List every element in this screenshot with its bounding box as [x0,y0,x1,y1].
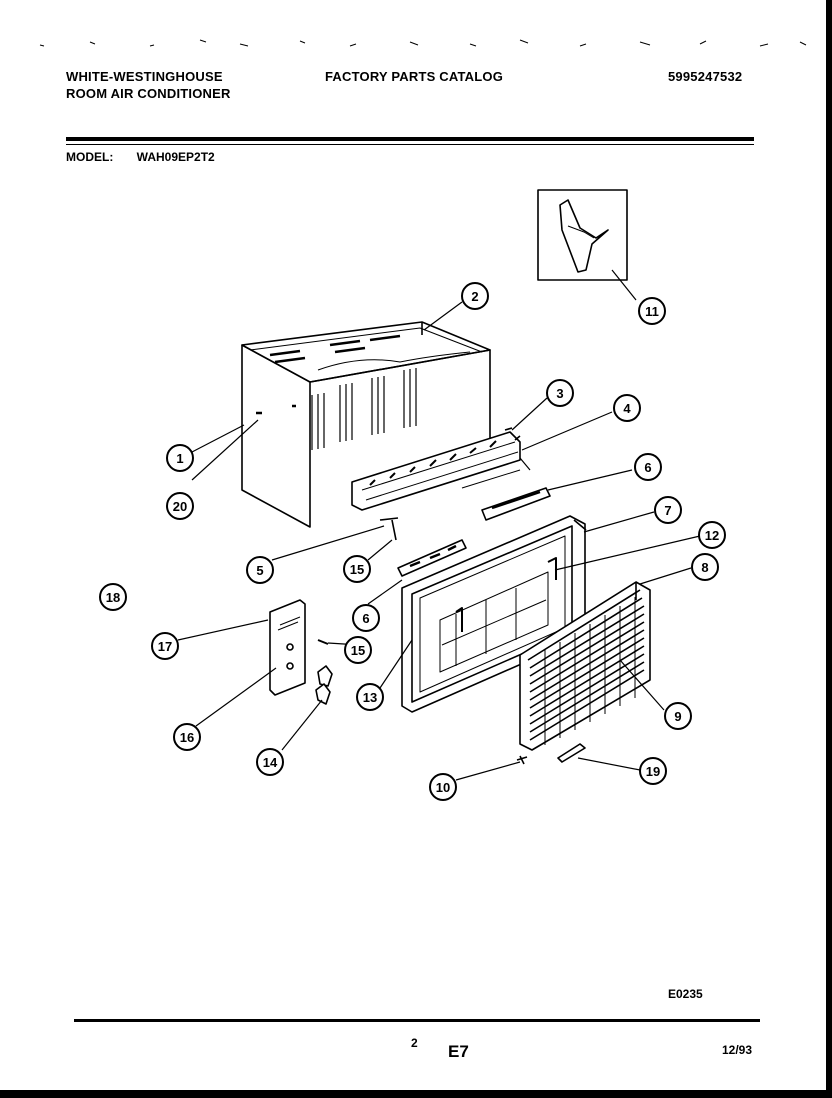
svg-text:5: 5 [256,563,263,578]
page-number: 2 [411,1036,418,1050]
leader-lines [177,269,701,781]
callout-15a: 15 [343,555,371,583]
callout-6a: 6 [634,453,662,481]
filter-tab [557,743,586,763]
control-plate [269,599,306,696]
inset-detail-box [537,189,628,281]
callout-12: 12 [698,521,726,549]
svg-text:13: 13 [363,690,377,705]
callout-3: 3 [546,379,574,407]
svg-text:7: 7 [664,503,671,518]
scan-noise [39,39,807,47]
catalog-title: FACTORY PARTS CATALOG [325,69,504,84]
svg-text:17: 17 [158,639,172,654]
header-rule [66,137,754,141]
svg-text:19: 19 [646,764,660,779]
cabinet-shell [241,321,491,528]
callout-15b: 15 [344,636,372,664]
screw [317,639,329,645]
callout-16: 16 [173,723,201,751]
callout-5: 5 [246,556,274,584]
control-bracket [351,427,531,511]
callout-1: 1 [166,444,194,472]
knob-strip-upper [461,469,551,521]
knob-strip-lower [397,539,467,577]
svg-text:8: 8 [701,560,708,575]
svg-text:14: 14 [263,755,278,770]
header-rule-thin [66,144,754,145]
callout-7: 7 [654,496,682,524]
front-grille [519,581,651,751]
callout-20: 20 [166,492,194,520]
catalog-date: 12/93 [722,1043,753,1057]
svg-text:3: 3 [556,386,563,401]
screw [379,517,399,541]
svg-text:6: 6 [644,460,651,475]
callout-8: 8 [691,553,719,581]
drawing-code: E0235 [668,987,703,1001]
screw [516,755,528,765]
svg-text:1: 1 [176,451,183,466]
callout-4: 4 [613,394,641,422]
brand-name: WHITE-WESTINGHOUSE [66,69,223,84]
callout-13: 13 [356,683,384,711]
callout-9: 9 [664,702,692,730]
svg-text:15: 15 [351,643,365,658]
callout-10: 10 [429,773,457,801]
footer-rule [74,1019,760,1022]
product-type: ROOM AIR CONDITIONER [66,86,231,101]
model-label: MODEL: [66,150,114,164]
svg-text:20: 20 [173,499,187,514]
svg-text:12: 12 [705,528,719,543]
callout-11: 11 [638,297,666,325]
model-number: WAH09EP2T2 [136,150,215,164]
svg-text:4: 4 [623,401,631,416]
svg-text:15: 15 [350,562,364,577]
svg-text:6: 6 [362,611,369,626]
svg-text:9: 9 [674,709,681,724]
brand-block: WHITE-WESTINGHOUSE ROOM AIR CONDITIONER [66,68,231,102]
callout-14: 14 [256,748,284,776]
callout-2: 2 [461,282,489,310]
svg-text:11: 11 [645,304,659,319]
callout-19: 19 [639,757,667,785]
section-code: E7 [448,1042,469,1061]
catalog-part-number: 5995247532 [668,69,743,84]
svg-text:18: 18 [106,590,120,605]
model-line: MODEL: WAH09EP2T2 [66,150,215,164]
callout-17: 17 [151,632,179,660]
svg-text:10: 10 [436,780,450,795]
callout-18: 18 [99,583,127,611]
callout-6b: 6 [352,604,380,632]
svg-text:2: 2 [471,289,478,304]
svg-text:16: 16 [180,730,194,745]
control-knobs [315,665,333,705]
